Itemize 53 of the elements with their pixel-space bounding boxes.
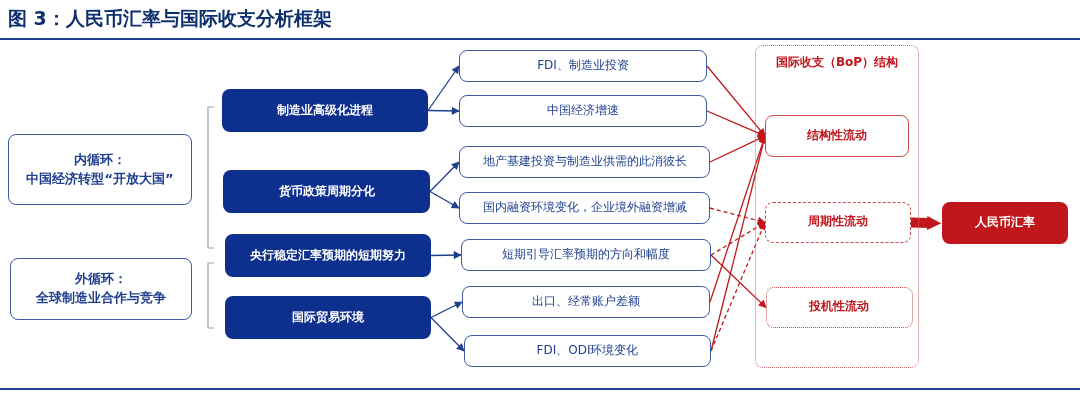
- arrow: [710, 254, 767, 309]
- outlined-box: [464, 335, 711, 367]
- arrow: [709, 207, 766, 225]
- box-label: 全球制造业合作与竞争: [36, 289, 166, 307]
- outlined-box: [462, 286, 710, 318]
- outlined-box: [459, 95, 707, 127]
- box-label: 短期引导汇率预期的方向和幅度: [502, 246, 670, 264]
- arrow: [430, 301, 463, 319]
- box-label: 结构性流动: [806, 126, 867, 144]
- box-heading: 外循环：: [75, 270, 127, 289]
- box-label: FDI、ODI环境变化: [536, 342, 639, 360]
- arrow: [709, 135, 766, 163]
- arrow: [429, 161, 460, 193]
- arrow: [430, 316, 465, 352]
- flow-box: [765, 286, 913, 328]
- box-label: 制造业高级化进程: [277, 101, 373, 119]
- box-label: 国内融资环境变化，企业境外融资增减: [482, 199, 687, 217]
- process-box: [222, 89, 428, 132]
- box-label: 投机性流动: [809, 298, 869, 316]
- outlined-box: [459, 192, 710, 224]
- box-label: 央行稳定汇率预期的短期努力: [250, 246, 406, 264]
- box-heading: 内循环：: [74, 150, 126, 169]
- outlined-box: [8, 134, 192, 205]
- flow-box: [764, 201, 911, 243]
- result-box: [942, 202, 1068, 244]
- arrow: [706, 110, 766, 137]
- figure-title: 图 3：人民币汇率与国际收支分析框架: [8, 6, 332, 31]
- arrow: [430, 251, 462, 260]
- box-label: 周期性流动: [807, 213, 868, 231]
- process-box: [225, 234, 431, 277]
- box-label: 人民币汇率: [975, 214, 1035, 232]
- outlined-box: [10, 258, 192, 320]
- flow-box: [764, 114, 909, 157]
- arrow: [706, 65, 766, 137]
- box-label: 中国经济转型“开放大国”: [26, 169, 174, 188]
- outlined-box: [461, 239, 711, 271]
- outlined-box: [459, 146, 710, 178]
- arrow: [427, 106, 460, 115]
- box-label: FDI、制造业投资: [537, 57, 629, 75]
- arrow: [710, 221, 766, 352]
- process-box: [223, 170, 430, 213]
- arrow: [429, 190, 460, 209]
- box-label: 中国经济增速: [547, 102, 619, 120]
- process-box: [225, 296, 431, 339]
- arrow: [427, 65, 460, 112]
- box-label: 国际贸易环境: [292, 308, 364, 326]
- box-label: 地产基建投资与制造业供需的此消彼长: [482, 153, 687, 171]
- box-label: 国际收支（BoP）结构: [775, 54, 899, 71]
- block-arrow: [910, 215, 942, 230]
- outlined-box: [459, 50, 707, 82]
- arrow: [710, 221, 766, 256]
- box-label: 货币政策周期分化: [278, 182, 375, 200]
- box-label: 出口、经常账户差额: [532, 293, 640, 311]
